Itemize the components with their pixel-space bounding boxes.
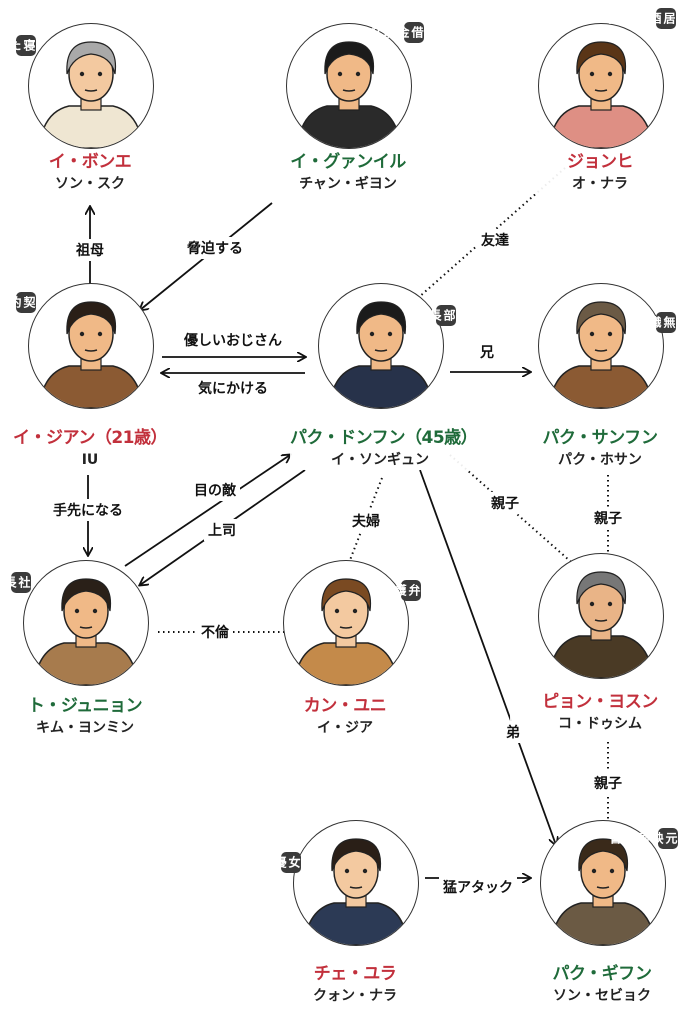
role-tag: 弁護士 [379, 580, 421, 601]
character-portrait [540, 820, 666, 946]
character-portrait [538, 553, 664, 679]
character-name: イ・ボンエ [48, 152, 132, 172]
relation-label: 弟 [502, 721, 524, 743]
name-box: パク・ギフンソン・セビョク [512, 962, 692, 1006]
name-box: チェ・ユラクォン・ナラ [265, 962, 445, 1006]
character-name: パク・ギフン [552, 964, 653, 984]
character-portrait [293, 820, 419, 946]
character-name: ト・ジュニョン [27, 696, 143, 716]
relation-label: 脅迫する [183, 237, 247, 259]
relation-label: 親子 [487, 492, 523, 514]
role-tag: 契約社員 [0, 292, 36, 313]
character-name: ジョンヒ [567, 152, 634, 172]
actor-name: イ・ソンギュン [331, 452, 429, 468]
character-portrait [318, 283, 444, 409]
role-tag: 元映画監督 [608, 828, 678, 849]
actor-name: イ・ジア [317, 720, 373, 736]
character-name: ピョン・ヨスン [542, 692, 658, 712]
actor-name: チャン・ギヨン [299, 176, 397, 192]
actor-name: ソン・セビョク [553, 988, 651, 1004]
actor-name: ソン・スク [55, 176, 125, 192]
relation-line-donghun-gihun [419, 469, 556, 845]
actor-name: パク・ホサン [558, 452, 642, 468]
relation-label: 友達 [477, 229, 513, 251]
role-tag: 居酒屋経営 [606, 8, 676, 29]
name-box: イ・ジアン（21歳） IU [0, 426, 180, 470]
role-tag: 女優 [273, 852, 301, 873]
name-box: イ・ボンエソン・スク [0, 150, 180, 194]
name-box: ピョン・ヨスンコ・ドゥシム [510, 690, 690, 734]
name-box: カン・ユニイ・ジア [255, 694, 435, 738]
role-tag: 部長 [428, 305, 456, 326]
character-portrait [538, 23, 664, 149]
relation-label: 親子 [590, 772, 626, 794]
relation-label: 親子 [590, 507, 626, 529]
character-name: カン・ユニ [303, 696, 387, 716]
actor-name: キム・ヨンミン [36, 720, 134, 736]
name-box: ト・ジュニョンキム・ヨンミン [0, 694, 175, 738]
character-name: パク・サンフン [542, 428, 659, 448]
relation-label: 夫婦 [348, 510, 384, 532]
actor-name: クォン・ナラ [313, 988, 397, 1004]
name-box: イ・グァンイルチャン・ギヨン [258, 150, 438, 194]
relation-label: 優しいおじさん [180, 329, 286, 351]
name-box: パク・ドンフン（45歳） イ・ソンギュン [290, 426, 478, 470]
relation-label: 兄 [476, 341, 498, 363]
character-portrait [286, 23, 412, 149]
character-portrait [23, 560, 149, 686]
role-tag: 寝たきり [0, 35, 36, 56]
actor-name: コ・ドゥシム [558, 716, 642, 732]
actor-name: オ・ナラ [572, 176, 628, 192]
character-name: チェ・ユラ [313, 964, 397, 984]
relation-line-junyong-donghun [124, 455, 290, 567]
relation-label: 猛アタック [439, 876, 517, 898]
character-portrait [538, 283, 664, 409]
character-portrait [283, 560, 409, 686]
character-name: イ・グァンイル [290, 152, 406, 172]
relation-label: 手先になる [49, 499, 127, 521]
character-name: イ・ジアン（21歳） [13, 428, 167, 448]
relation-label: 気にかける [194, 377, 272, 399]
relation-label: 目の敵 [190, 479, 240, 501]
character-portrait [28, 23, 154, 149]
relation-label: 上司 [204, 519, 240, 541]
role-tag: 社長 [3, 572, 31, 593]
relation-label: 祖母 [72, 239, 108, 261]
role-tag: 無職 [648, 312, 676, 333]
name-box: パク・サンフンパク・ホサン [510, 426, 690, 470]
relation-label: 不倫 [197, 621, 233, 643]
name-box: ジョンヒオ・ナラ [510, 150, 690, 194]
role-tag: 借金取り [368, 22, 424, 43]
character-name: パク・ドンフン（45歳） [290, 428, 478, 448]
character-portrait [28, 283, 154, 409]
actor-name: IU [81, 452, 99, 468]
